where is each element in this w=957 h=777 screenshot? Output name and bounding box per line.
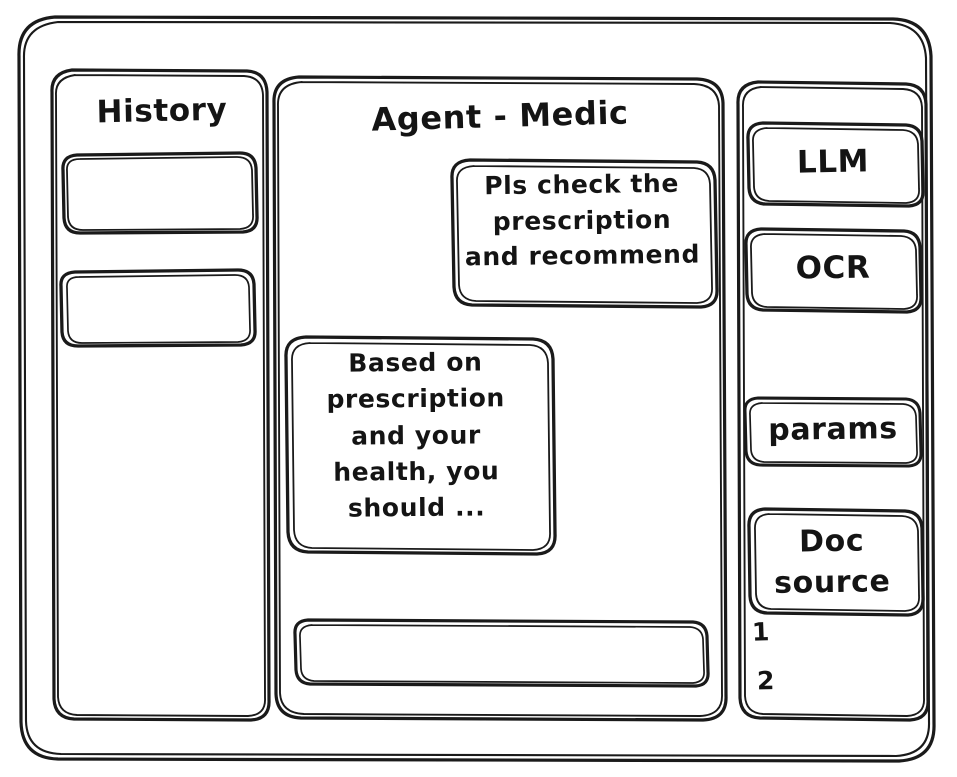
tool-llm-button[interactable]	[747, 123, 924, 207]
doc-source-item-1-index[interactable]: 1	[751, 617, 771, 647]
history-panel-title: History	[96, 91, 228, 131]
doc-source-item-2-index[interactable]: 2	[756, 666, 776, 696]
tool-ocr-button[interactable]	[745, 229, 922, 313]
assistant-message-text: Based on prescription and your health, y…	[326, 347, 505, 523]
history-item-1[interactable]	[63, 154, 258, 234]
history-item-2[interactable]	[61, 271, 256, 347]
tool-params-button[interactable]	[744, 398, 922, 467]
agent-title: Agent - Medic	[370, 93, 630, 139]
user-message-text: Pls check the prescription and recommend	[464, 168, 701, 272]
tool-doc-source-button[interactable]	[748, 509, 924, 615]
message-input[interactable]	[295, 620, 709, 687]
